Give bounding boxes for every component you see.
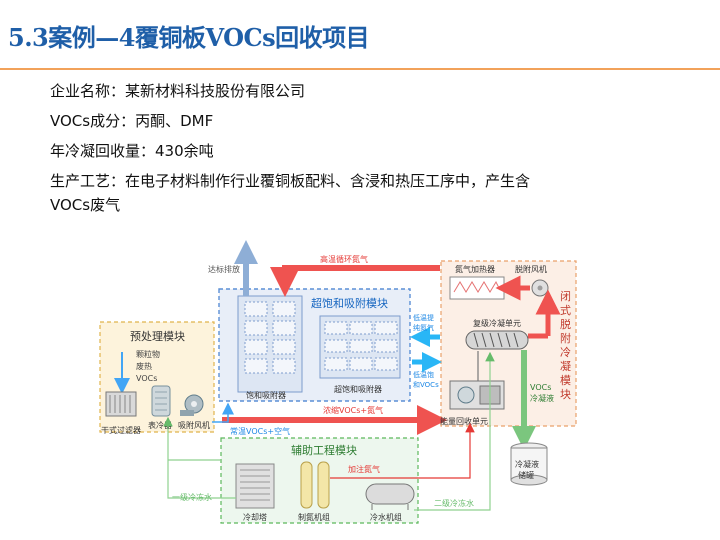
svg-text:闭: 闭 — [560, 290, 571, 303]
hot-nitrogen-label: 高温循环氮气 — [320, 254, 368, 264]
input-vocs-label: VOCs — [136, 374, 157, 383]
desorption-fan-label: 脱附风机 — [515, 264, 547, 274]
title-divider — [0, 68, 720, 70]
project-info: 企业名称：某新材料科技股份有限公司 VOCs成分：丙酮、DMF 年冷凝回收量：4… — [50, 76, 530, 220]
energy-recovery-icon — [449, 380, 505, 410]
multi-stage-condenser-icon — [465, 330, 529, 350]
condensation-module-title: 闭 式 脱 附 冷 凝 模 块 — [560, 290, 571, 401]
nitrogen-fill-line — [330, 422, 475, 479]
page-title: 5.3案例—4覆铜板VOCs回收项目 — [8, 23, 370, 52]
recovery-line: 年冷凝回收量：430余吨 — [50, 142, 214, 160]
normal-vocs-arrow — [212, 402, 234, 423]
svg-text:冷: 冷 — [560, 346, 571, 359]
dry-filter-icon — [105, 391, 137, 417]
nitrogen-fill-label: 加注氮气 — [348, 464, 380, 474]
chiller-unit-icon — [365, 483, 415, 510]
normal-vocs-label: 常温VOCs+空气 — [230, 426, 290, 436]
process-line-1: 生产工艺：在电子材料制作行业覆铜板配料、含浸和热压工序中，产生含 — [50, 172, 531, 190]
energy-recovery-label: 能量回收单元 — [440, 416, 488, 426]
chiller-unit-label: 冷水机组 — [370, 512, 402, 522]
dry-filter-label: 干式过滤器 — [101, 425, 141, 435]
nitrogen-heater-icon — [449, 276, 505, 300]
svg-text:脱: 脱 — [560, 317, 571, 331]
input-waste-heat-label: 废热 — [136, 361, 152, 371]
svg-text:模: 模 — [560, 374, 571, 387]
secondary-chilled-water-label: 二级冷冻水 — [434, 498, 474, 508]
low-temp-nitrogen-label-2: 纯氮气 — [413, 323, 434, 332]
saturated-adsorber-icon — [237, 295, 303, 393]
condensate-tank-icon — [510, 442, 548, 486]
process-line-2: VOCs废气 — [50, 196, 121, 214]
low-temp-vocs-label-1: 低温饱 — [413, 370, 434, 379]
svg-text:块: 块 — [560, 388, 571, 401]
hot-nitrogen-loop — [270, 265, 440, 297]
nitrogen-heater-label: 氮气加热器 — [455, 264, 495, 274]
cooler-label: 表冷器 — [148, 420, 172, 430]
vent-label: 达标排放 — [208, 264, 240, 274]
primary-chilled-water-line — [163, 416, 236, 499]
tank-label-2: 储罐 — [518, 470, 534, 480]
nitrogen-generator-label: 制氮机组 — [298, 512, 330, 522]
cooling-tower-label: 冷却塔 — [243, 512, 267, 522]
supersaturated-adsorber-icon — [319, 315, 401, 379]
cooling-tower-icon — [235, 463, 275, 509]
blower-fan-icon — [180, 394, 204, 416]
desorption-fan-icon — [531, 279, 549, 297]
components-line: VOCs成分：丙酮、DMF — [50, 112, 214, 130]
primary-chilled-water-label: 一级冷冻水 — [172, 492, 212, 502]
adsorption-module-title: 超饱和吸附模块 — [311, 296, 388, 310]
svg-text:凝: 凝 — [560, 359, 571, 373]
concentrated-vocs-label: 浓缩VOCs+氮气 — [323, 405, 383, 415]
company-line: 企业名称：某新材料科技股份有限公司 — [50, 82, 306, 100]
low-temp-vocs-label-2: 和VOCs — [413, 380, 439, 389]
blower-label: 吸附风机 — [178, 420, 210, 430]
surface-cooler-icon — [151, 385, 171, 417]
multi-condenser-label: 复级冷凝单元 — [473, 318, 521, 328]
nitrogen-generator-icon — [300, 461, 330, 509]
low-temp-nitrogen-label-1: 低温提 — [413, 313, 434, 322]
svg-text:式: 式 — [560, 304, 571, 317]
supersaturated-adsorber-label: 超饱和吸附器 — [334, 384, 382, 394]
vocs-liquid-label-2: 冷凝液 — [530, 393, 554, 403]
saturated-adsorber-label: 饱和吸附器 — [246, 390, 286, 400]
vocs-liquid-label-1: VOCs — [530, 383, 551, 392]
secondary-chilled-water-line — [414, 351, 495, 511]
pretreatment-module-title: 预处理模块 — [130, 330, 185, 343]
svg-text:附: 附 — [560, 331, 571, 345]
tank-label-1: 冷凝液 — [515, 459, 539, 469]
auxiliary-module-title: 辅助工程模块 — [291, 443, 357, 457]
input-particulates-label: 颗粒物 — [136, 349, 160, 359]
